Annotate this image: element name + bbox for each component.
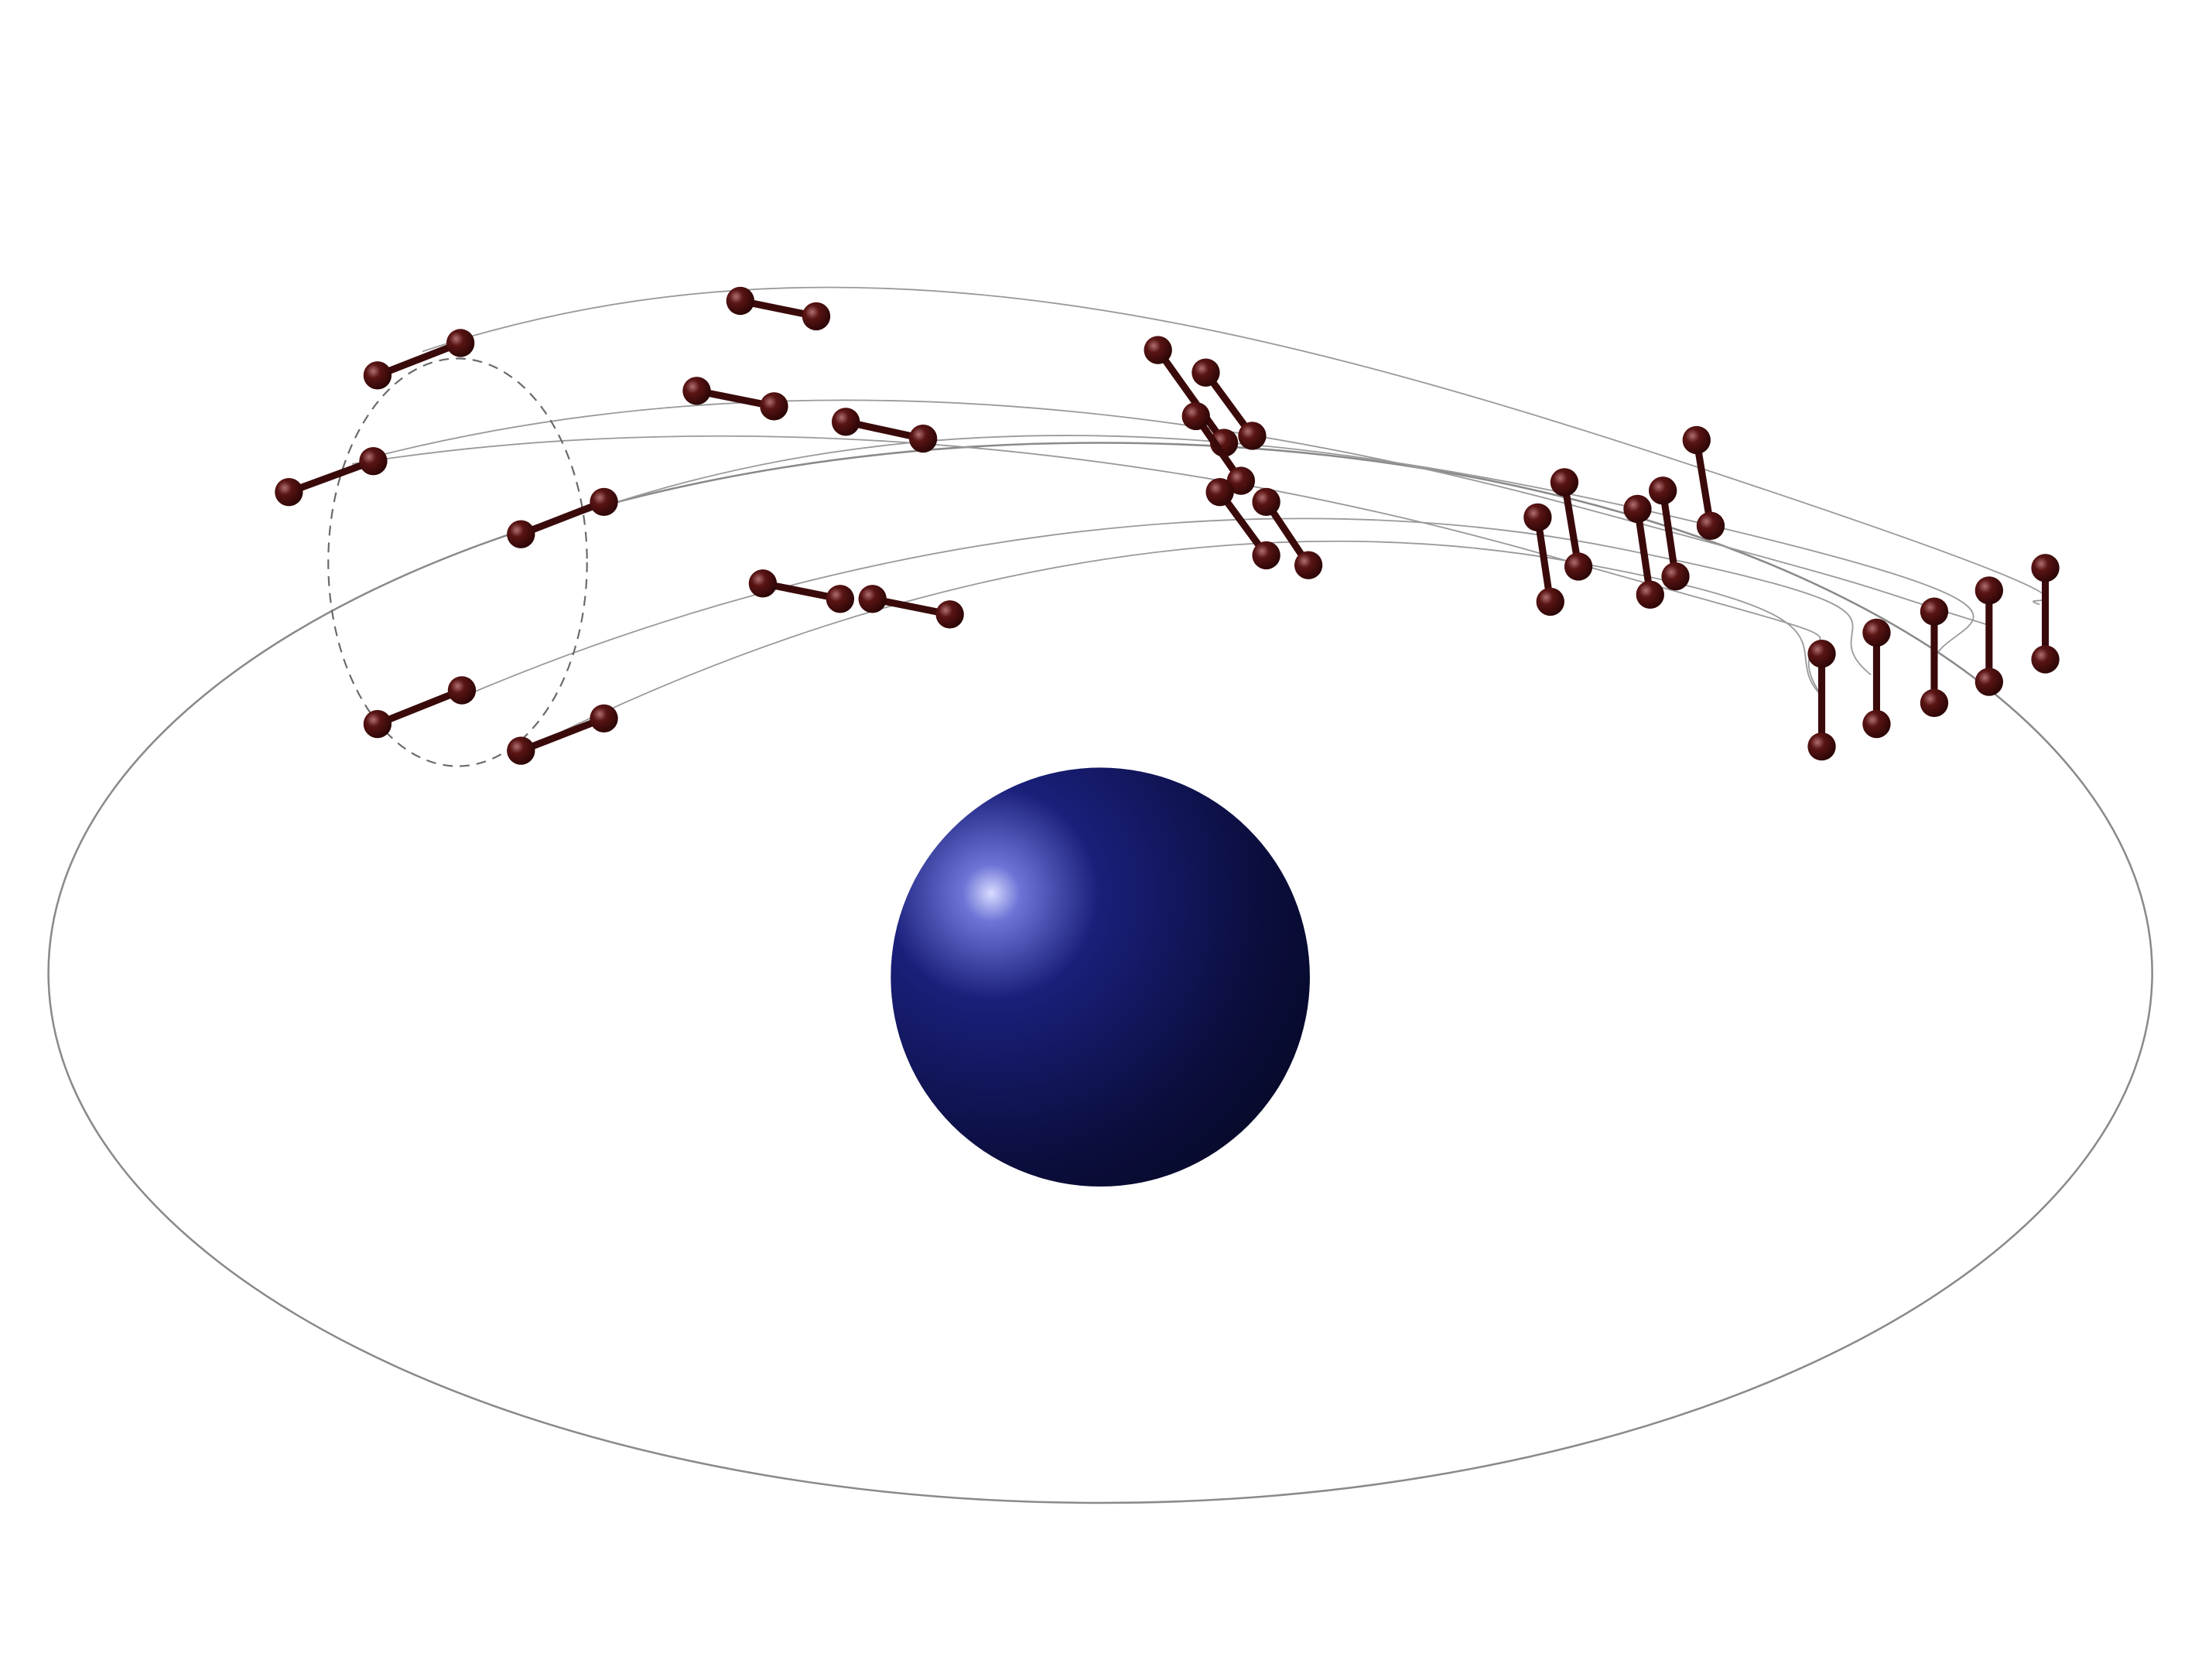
dumbbell-ball [363,361,392,390]
dumbbell-ball [1974,576,2004,605]
dumbbell [858,585,964,629]
dumbbell [507,487,618,548]
dumbbell-ball [590,487,618,517]
dumbbell [682,377,788,421]
dumbbell-ball [1294,551,1323,579]
dumbbell-ball [1144,336,1172,364]
dumbbell-ball [590,704,618,732]
dumbbell-ball [760,392,788,421]
dumbbell [363,676,477,739]
dumbbell [275,446,388,507]
dumbbell-ball [1252,541,1280,570]
dumbbell-ball [1807,732,1836,761]
dumbbell-ball [2031,645,2060,674]
dumbbell-ball [908,424,938,453]
dumbbell-ball [1636,580,1664,610]
dumbbell [1523,503,1564,616]
dumbbell-ball [1696,511,1725,540]
dumbbell [748,569,855,613]
dumbbell-ball [1920,597,1949,626]
dumbbell-ball [1661,562,1690,591]
orbit-ellipse [47,442,2153,1504]
dumbbell-ball [831,408,860,436]
dumbbell-ball [826,585,855,613]
dumbbell-ball [682,377,711,405]
dumbbell-ball [1682,425,1711,455]
dumbbell-rod [1693,436,1715,530]
dumbbell-ball [748,569,778,598]
dumbbell [831,408,938,453]
dumbbell-group [275,286,2060,765]
dumbbell [1807,639,1836,761]
dumbbell-ball [1523,503,1552,532]
dumbbell-ball [275,477,303,507]
dumbbell-ball [1536,587,1564,616]
dumbbell [363,329,475,390]
dumbbell-ball [1226,466,1256,495]
dumbbell-ball [1974,668,2004,696]
dumbbell [726,286,831,331]
dumbbell [1682,425,1725,540]
dumbbell-ball [1550,468,1579,497]
dumbbell-ball [935,600,964,629]
dumbbell-ball [1920,688,1949,717]
dumbbell-rod [517,715,608,755]
dumbbell-ball [1192,358,1220,387]
dumbbell-ball [1862,618,1891,647]
planet-sphere [891,767,1310,1187]
dumbbell-ball [2031,554,2060,582]
dumbbell-rod [285,457,377,496]
dumbbell-ball [507,520,535,548]
dumbbell-ball [1648,476,1677,505]
dumbbell [1550,468,1593,581]
dumbbell [1181,401,1256,495]
dumbbell-rod [1633,505,1654,599]
dumbbell [1252,487,1323,579]
dumbbell [2031,554,2060,674]
dumbbell-ball [359,446,388,476]
dumbbell-ball [858,585,887,613]
dumbbell-ball [726,286,755,316]
dumbbell-ball [446,329,475,357]
dumbbell-ball [1564,552,1593,581]
dumbbell [1862,618,1891,739]
dumbbell-rod [1659,487,1680,580]
dumbbell-rod [1533,514,1554,606]
dumbbell-ball [1181,401,1210,431]
dumbbell [1192,358,1267,450]
dumbbell [1205,477,1280,570]
dumbbell [1920,597,1949,717]
dumbbell-ball [447,676,477,705]
dumbbell-ball [1238,422,1267,450]
dumbbell-rod [374,686,466,728]
dumbbell [1648,476,1690,591]
dumbbell-ball [1252,487,1280,517]
dumbbell-ball [1807,639,1836,668]
dumbbell-rod [1154,347,1228,447]
dumbbell-ball [363,709,392,739]
dumbbell-ball [507,736,535,765]
dumbbell-ball [802,302,831,331]
dumbbell [1623,494,1664,610]
dumbbell-rod [374,339,464,379]
dumbbell [1974,576,2004,696]
dashed-tube-cross-section [327,357,588,767]
dumbbell [507,704,618,765]
dumbbell-ball [1862,709,1891,739]
dumbbell-ball [1623,494,1652,524]
dumbbell-rod [1561,478,1582,571]
dumbbell-rod [517,498,608,538]
dumbbell-ball [1205,477,1234,507]
